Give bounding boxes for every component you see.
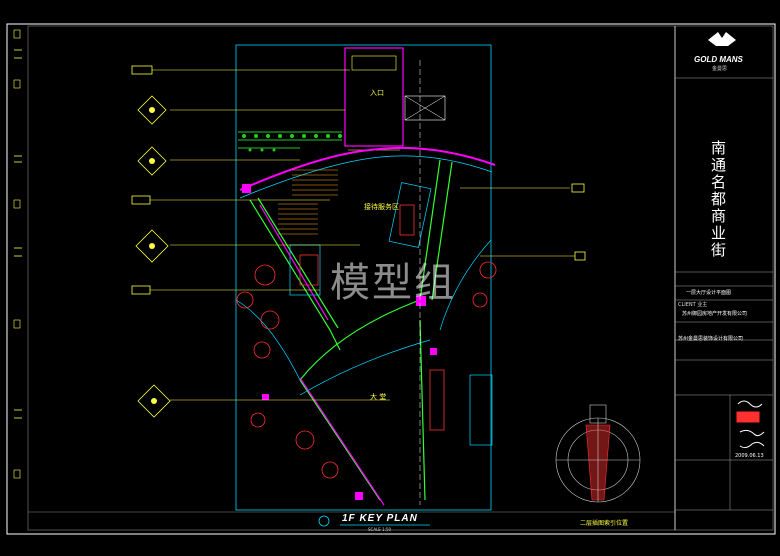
- key-plan-note: 二层插图索引位置: [580, 520, 629, 527]
- lobby-label: 大 堂: [370, 393, 387, 401]
- annotation-symbols: [131, 65, 586, 418]
- signature-stamps: [736, 400, 765, 449]
- plan-title: 1F KEY PLAN: [342, 513, 418, 524]
- entrance-label: 入口: [370, 89, 384, 97]
- facade-curve: [239, 146, 496, 199]
- drawing-title: 一层大厅设计平面图: [686, 290, 732, 296]
- furniture: [236, 204, 497, 479]
- stairs: [278, 169, 338, 235]
- margin-marks: [14, 49, 22, 419]
- key-plan-thumbnail: [555, 404, 641, 503]
- client-name: 苏州御园房地产开发有限公司: [682, 311, 748, 317]
- reception-area-label: 接待服务区: [364, 203, 399, 211]
- column-markers: [242, 184, 437, 500]
- entrance-block: [344, 47, 446, 151]
- interior-walls: [249, 159, 453, 501]
- leader-lines: [150, 69, 575, 401]
- brand-logo: [708, 32, 736, 46]
- drawing-date: 2009.06.13: [735, 453, 764, 459]
- client-label: CLIENT 业主: [678, 302, 708, 308]
- plan-scale: SCALE 1:50: [368, 527, 392, 532]
- title-block-frame: [675, 77, 773, 511]
- brand-subname: 金曼思: [712, 66, 728, 72]
- project-name: 南通名都商业街: [709, 140, 727, 259]
- watermark: 模型组: [330, 260, 456, 306]
- designer-name: 苏州金曼思装饰设计有限公司: [678, 336, 744, 342]
- planting: [238, 131, 342, 149]
- brand-name: GOLD MANS: [694, 55, 743, 64]
